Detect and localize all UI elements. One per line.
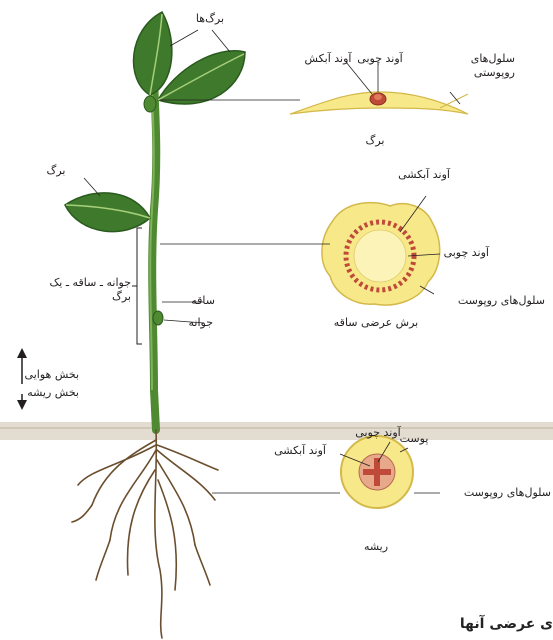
leaf-cross-section	[290, 92, 468, 114]
bottom-caption: ی عرضی آنها	[460, 616, 553, 632]
label-xylem-root: آوند چوبی	[355, 426, 400, 440]
bud-upper	[144, 96, 156, 112]
label-phloem-root: آوند آبکشی	[274, 444, 326, 458]
label-xylem-leaf: آوند چوبی	[357, 52, 402, 66]
label-phloem-leaf: آوند آبکش	[305, 52, 352, 66]
label-epidermis-stem: سلول‌های روپوست	[458, 294, 545, 308]
label-phloem-stem: آوند آبکشی	[398, 168, 450, 182]
label-stem-section: برش عرضی ساقه	[334, 316, 418, 330]
label-epidermis-leaf: سلول‌های روپوستی	[471, 52, 515, 80]
root-cross-section	[341, 436, 413, 508]
label-xylem-stem: آوند چوبی	[444, 246, 489, 260]
label-leaf-side: برگ	[47, 164, 66, 178]
label-root-part: بخش ریشه	[27, 386, 79, 400]
leaf-top-left	[134, 12, 172, 95]
stem-cross-section	[322, 203, 440, 305]
label-root-section: ریشه	[364, 540, 388, 554]
roots	[72, 430, 218, 638]
soil-band	[0, 422, 553, 440]
label-leaf-section: برگ	[366, 134, 385, 148]
label-bud-stem-leaf: جوانه ـ ساقه ـ یک برگ	[49, 276, 131, 304]
label-cortex-root: پوست	[400, 432, 429, 446]
label-bud: جوانه	[189, 316, 214, 330]
bud-lower	[153, 311, 163, 325]
leaf-side	[65, 193, 150, 232]
label-stem: ساقه	[191, 294, 215, 308]
label-leaves: برگ‌ها	[196, 12, 224, 26]
down-arrow-icon	[17, 394, 27, 410]
bud-stem-leaf-bracket	[132, 228, 142, 344]
label-epidermis-root: سلول‌های روپوست	[464, 486, 551, 500]
label-aerial-part: بخش هوایی	[25, 368, 79, 382]
